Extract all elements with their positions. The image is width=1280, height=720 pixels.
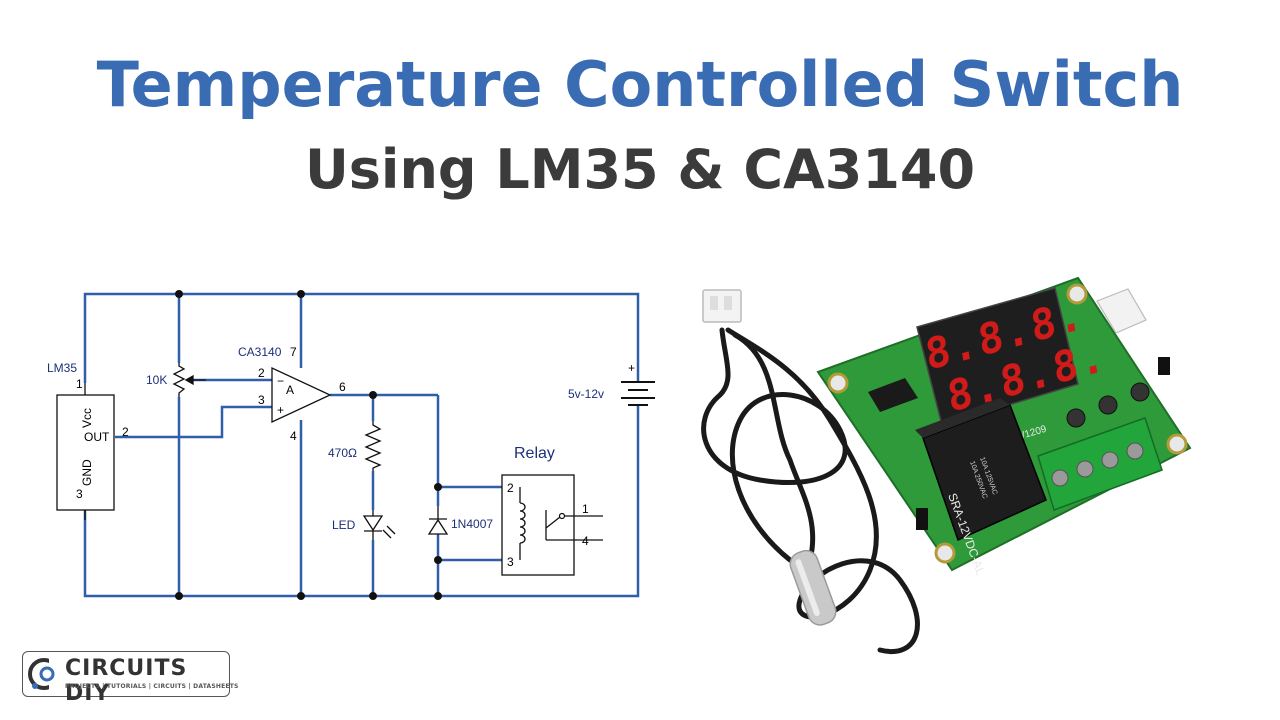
- resistor-470: 470Ω: [328, 421, 382, 471]
- thermostat-module-photo: 8.8.8. 8.8.8. XH-W1209 SRA-12VDC-AL 10A …: [701, 276, 1192, 654]
- opamp-pin-3: 3: [258, 393, 265, 407]
- lm35-out-label: OUT: [84, 430, 110, 444]
- lm35-gnd-label: GND: [80, 459, 94, 486]
- lm35-pin-3: 3: [76, 487, 83, 501]
- opamp-pin-7: 7: [290, 345, 297, 359]
- lm35-pin-2: 2: [122, 425, 129, 439]
- diode-1n4007: 1N4007: [427, 506, 493, 535]
- battery-plus: +: [628, 361, 635, 375]
- diode-label: 1N4007: [451, 517, 493, 531]
- relay-pin-4: 4: [582, 534, 589, 548]
- screw-terminals: [1037, 417, 1163, 511]
- relay-pin-1: 1: [582, 502, 589, 516]
- opamp-inner-label: A: [286, 383, 294, 397]
- lm35-vcc-label: Vcc: [80, 408, 94, 428]
- led: LED: [332, 510, 396, 540]
- circuits-diy-logo: CIRCUITS DIY PROJECTS | TUTORIALS | CIRC…: [22, 651, 238, 706]
- logo-brand: CIRCUITS DIY: [65, 656, 188, 706]
- opamp-pin-4: 4: [290, 429, 297, 443]
- lm35-label: LM35: [47, 361, 77, 375]
- battery: + 5v-12v: [568, 361, 655, 406]
- led-display: 8.8.8. 8.8.8.: [916, 287, 1110, 426]
- temperature-probe: [789, 549, 837, 626]
- pcb-board: 8.8.8. 8.8.8. XH-W1209 SRA-12VDC-AL 10A …: [816, 276, 1192, 577]
- pot-label: 10K: [146, 373, 167, 387]
- potentiometer-10k: [172, 363, 206, 397]
- battery-label: 5v-12v: [568, 387, 604, 401]
- page-title: Temperature Controlled Switch: [96, 48, 1184, 121]
- resistor-label: 470Ω: [328, 446, 357, 460]
- led-label: LED: [332, 518, 356, 532]
- relay: Relay 2 3 1 4: [501, 445, 603, 576]
- relay-pin-3: 3: [507, 555, 514, 569]
- logo-tagline: PROJECTS | TUTORIALS | CIRCUITS | DATASH…: [65, 683, 239, 690]
- lm35-pin-1: 1: [76, 377, 83, 391]
- logo-icon: [28, 658, 65, 690]
- opamp-plus: +: [277, 403, 284, 417]
- opamp-pin-2: 2: [258, 366, 265, 380]
- lm35-sensor: LM35 1 2 3 OUT Vcc GND: [47, 361, 129, 520]
- opamp-minus: −: [277, 374, 284, 388]
- opamp-ca3140: A − + 2 3 4 6 7: [258, 345, 346, 443]
- relay-pin-2: 2: [507, 481, 514, 495]
- relay-label: Relay: [514, 445, 555, 462]
- junction-dots: [175, 290, 442, 600]
- opamp-pin-6: 6: [339, 380, 346, 394]
- page-subtitle: Using LM35 & CA3140: [304, 138, 976, 201]
- opamp-label: CA3140: [238, 345, 282, 359]
